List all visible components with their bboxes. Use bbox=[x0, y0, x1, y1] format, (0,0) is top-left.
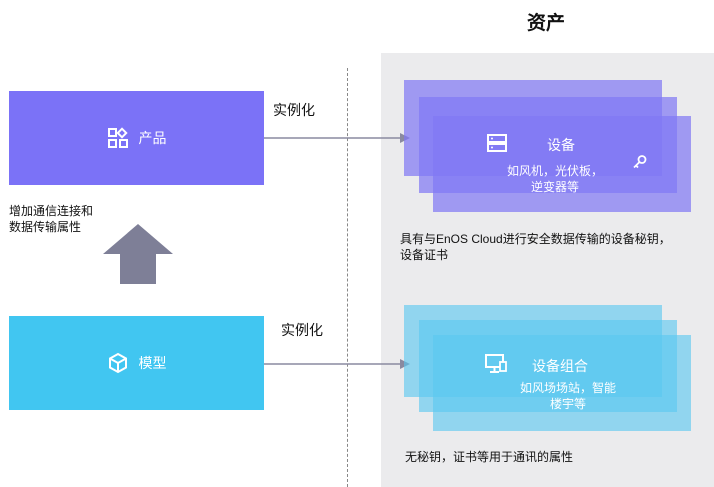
product-note-line2: 数据传输属性 bbox=[9, 220, 82, 234]
device-group-label: 设备组合 bbox=[532, 358, 588, 374]
product-box: 产品 bbox=[9, 91, 264, 185]
device-examples: 如风机，光伏板， 逆变器等 bbox=[480, 163, 630, 195]
instantiate-label-top: 实例化 bbox=[273, 102, 315, 118]
group-layer-front bbox=[433, 335, 691, 431]
asset-title: 资产 bbox=[526, 13, 565, 34]
device-group-examples-line2: 楼宇等 bbox=[549, 397, 586, 411]
device-note-line1: 具有与EnOS Cloud进行安全数据传输的设备秘钥， bbox=[400, 232, 671, 246]
instantiate-label-bottom: 实例化 bbox=[281, 322, 323, 338]
device-note: 具有与EnOS Cloud进行安全数据传输的设备秘钥， 设备证书 bbox=[400, 231, 671, 263]
device-note-line2: 设备证书 bbox=[400, 248, 449, 262]
apps-icon bbox=[107, 127, 129, 149]
key-icon bbox=[632, 154, 648, 170]
device-group-examples: 如风场场站，智能 楼宇等 bbox=[493, 380, 643, 412]
product-note: 增加通信连接和 数据传输属性 bbox=[9, 203, 93, 235]
product-label: 产品 bbox=[138, 130, 167, 146]
device-layer-front bbox=[433, 116, 691, 212]
device-examples-line1: 如风机，光伏板， bbox=[506, 164, 603, 178]
device-label: 设备 bbox=[547, 137, 575, 153]
dashed-divider bbox=[347, 68, 348, 487]
connector-arrow-top bbox=[264, 132, 410, 144]
connector-arrow-bottom bbox=[264, 358, 410, 370]
cube-icon bbox=[107, 352, 129, 374]
device-group-note: 无秘钥，证书等用于通讯的属性 bbox=[405, 450, 574, 464]
up-arrow bbox=[103, 224, 173, 284]
server-icon bbox=[487, 133, 507, 153]
model-box: 模型 bbox=[9, 316, 264, 410]
model-label: 模型 bbox=[138, 355, 167, 371]
monitor-icon bbox=[485, 354, 507, 374]
product-note-line1: 增加通信连接和 bbox=[9, 204, 94, 218]
device-examples-line2: 逆变器等 bbox=[530, 180, 579, 194]
device-group-examples-line1: 如风场场站，智能 bbox=[519, 381, 616, 395]
